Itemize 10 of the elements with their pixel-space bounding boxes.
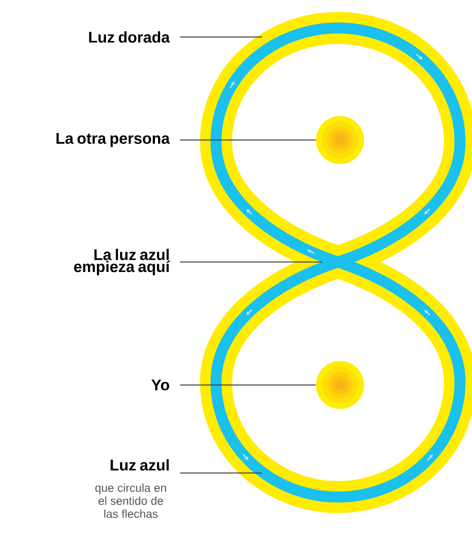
sun-circle	[316, 116, 364, 164]
callout-label: Luz dorada	[89, 31, 170, 43]
callout-label: Luz azul que circula en el sentido de las flechas	[95, 459, 169, 518]
callout-label: La luz azul empieza aquí	[74, 248, 170, 276]
leader-line	[180, 384, 316, 386]
callout-label: La otra persona	[56, 133, 170, 147]
leader-line	[180, 36, 262, 38]
leader-line	[180, 472, 262, 474]
callout-label: Yo	[151, 380, 170, 390]
sun-circle	[316, 361, 364, 409]
